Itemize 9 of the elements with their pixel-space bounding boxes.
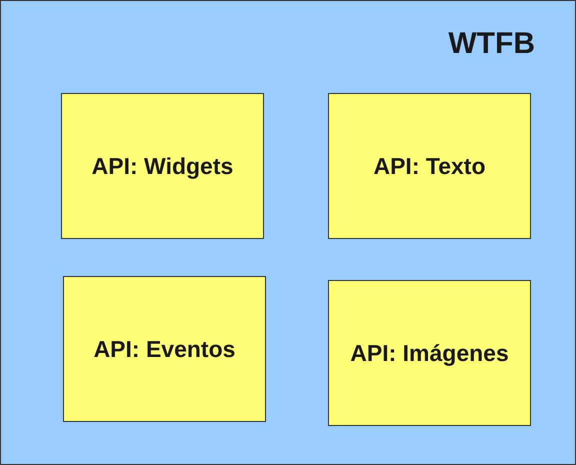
api-label: API: Texto (373, 152, 486, 181)
api-label: API: Imágenes (350, 338, 509, 368)
api-box (61, 93, 264, 239)
api-box (328, 93, 531, 239)
api-box (63, 276, 266, 422)
api-label: API: Widgets (92, 152, 234, 181)
api-box (328, 280, 531, 426)
container-title: WTFB (448, 29, 535, 59)
api-label: API: Eventos (94, 334, 236, 364)
